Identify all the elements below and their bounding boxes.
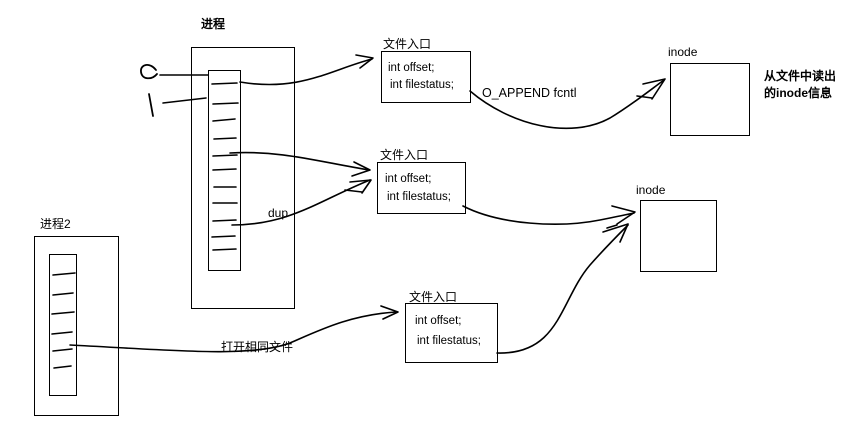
process2-title: 进程2 xyxy=(40,217,71,231)
file-entry-1-title: 文件入口 xyxy=(383,37,432,51)
process1-title: 进程 xyxy=(201,17,226,31)
arrow-entry2-inode2 xyxy=(462,205,635,225)
fd-tick xyxy=(53,365,72,369)
inode-2-box xyxy=(640,200,717,272)
file-entry-2-title: 文件入口 xyxy=(380,148,429,162)
arrowhead xyxy=(349,179,372,194)
fd-tick xyxy=(52,292,74,296)
file-entry-2-status: int filestatus; xyxy=(387,191,451,203)
annotation-open-same: 打开相同文件 xyxy=(221,340,294,354)
fd-tick xyxy=(212,248,237,251)
arrowhead xyxy=(380,305,399,320)
fd-tick xyxy=(52,348,73,352)
arrowhead xyxy=(344,189,363,193)
file-entry-3-title: 文件入口 xyxy=(409,290,458,304)
fd-tick xyxy=(51,311,75,315)
arrowhead xyxy=(611,205,636,225)
inode-2-title: inode xyxy=(636,183,666,197)
arrow-dup-entry2 xyxy=(231,179,371,226)
fd-tick xyxy=(52,272,76,276)
arrow-fd-entry2 xyxy=(229,151,370,171)
process2-box xyxy=(34,236,119,416)
process1-fd-table xyxy=(208,70,241,271)
file-entry-1-offset: int offset; xyxy=(388,62,435,74)
arrowhead xyxy=(606,224,618,229)
arrowhead xyxy=(636,95,653,99)
fd-tick xyxy=(213,137,237,140)
arrow-fd0-entry1 xyxy=(239,58,373,86)
fd-tick xyxy=(211,82,238,85)
arrowhead xyxy=(351,161,371,177)
arrowhead xyxy=(642,78,666,100)
annotation-append: O_APPEND fcntl xyxy=(482,86,577,100)
arrowhead xyxy=(602,223,629,243)
file-entry-1-box xyxy=(381,51,471,103)
fd-tick xyxy=(212,154,238,157)
arrow-entry1-inode1 xyxy=(469,79,665,130)
fd1-glyph xyxy=(148,93,154,117)
file-entry-3-box xyxy=(405,303,498,363)
fd1-pointer xyxy=(162,97,207,104)
arrow-p2-entry3 xyxy=(69,311,397,353)
process2-fd-table xyxy=(49,254,77,396)
file-entry-1-status: int filestatus; xyxy=(390,79,454,91)
arrowhead xyxy=(355,54,374,69)
annotation-dup: dup xyxy=(268,206,289,220)
file-entry-2-offset: int offset; xyxy=(385,173,432,185)
arrow-entry3-inode2 xyxy=(496,224,629,354)
file-entry-3-status: int filestatus; xyxy=(417,335,481,347)
fd-tick xyxy=(212,219,237,222)
file-entry-2-box xyxy=(377,162,466,214)
fd-tick xyxy=(212,168,237,171)
inode-1-title: inode xyxy=(668,45,698,59)
annotation-read-inode-2: 的inode信息 xyxy=(764,86,832,100)
fd-tick xyxy=(212,118,236,122)
file-entry-3-offset: int offset; xyxy=(415,315,462,327)
fd0-glyph xyxy=(140,64,158,80)
annotation-read-inode-1: 从文件中读出 xyxy=(764,69,837,83)
fd-tick xyxy=(211,235,236,238)
fd-tick xyxy=(51,331,73,335)
process1-box xyxy=(191,47,295,309)
fd-tick xyxy=(212,102,239,105)
inode-1-box xyxy=(670,63,750,136)
